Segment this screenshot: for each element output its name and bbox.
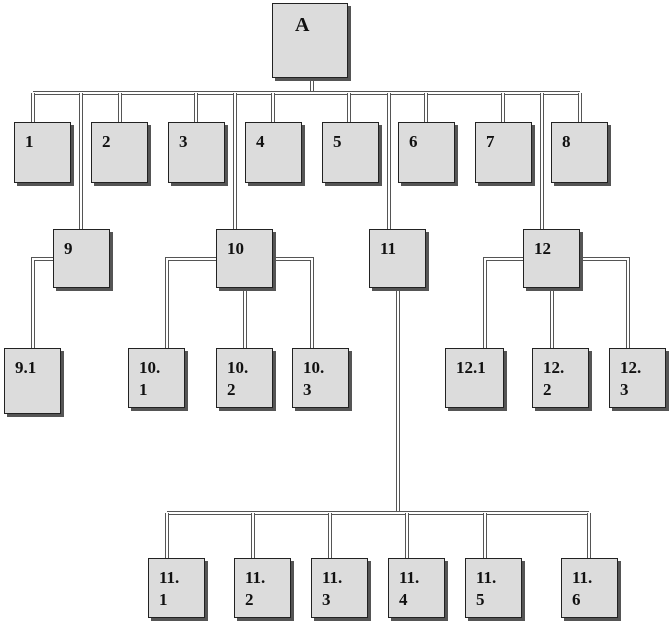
node-10-3: 10. 3 — [292, 348, 349, 408]
node-label: 10. 3 — [303, 358, 325, 399]
node-label: 9.1 — [15, 358, 37, 377]
node-9: 9 — [53, 229, 110, 288]
node-10-1: 10. 1 — [128, 348, 185, 408]
node-label: 7 — [486, 132, 495, 151]
connector-line — [484, 258, 523, 348]
node-11-3: 11. 3 — [311, 558, 368, 618]
node-10-2: 10. 2 — [216, 348, 273, 408]
node-label: 11. 4 — [399, 568, 420, 609]
node-label: 9 — [64, 239, 73, 258]
node-9-1: 9.1 — [4, 348, 61, 414]
node-label: 10. 2 — [227, 358, 249, 399]
node-11-2: 11. 2 — [234, 558, 291, 618]
node-12-2: 12. 2 — [532, 348, 589, 408]
connector-line-outline — [483, 257, 523, 348]
node-label: 1 — [25, 132, 34, 151]
node-2: 2 — [91, 122, 148, 183]
node-12: 12 — [523, 229, 580, 288]
node-8: 8 — [551, 122, 608, 183]
node-label: 6 — [409, 132, 418, 151]
node-label: 8 — [562, 132, 571, 151]
node-label: 2 — [102, 132, 111, 151]
node-label: 11. 1 — [159, 568, 180, 609]
node-label: 3 — [179, 132, 188, 151]
node-10: 10 — [216, 229, 273, 288]
node-11-4: 11. 4 — [388, 558, 445, 618]
node-label: 12 — [534, 239, 551, 258]
node-label: 11. 2 — [245, 568, 266, 609]
node-11-5: 11. 5 — [465, 558, 522, 618]
node-label: 10 — [227, 239, 244, 258]
node-12-1: 12.1 — [445, 348, 504, 408]
node-label: A — [295, 14, 310, 36]
node-11: 11 — [369, 229, 426, 288]
node-label: 11. 3 — [322, 568, 343, 609]
node-3: 3 — [168, 122, 225, 183]
node-11-6: 11. 6 — [561, 558, 618, 618]
connector-line — [166, 258, 216, 348]
node-a: A — [272, 3, 348, 78]
node-label: 10. 1 — [139, 358, 161, 399]
node-label: 12. 3 — [620, 358, 642, 399]
node-5: 5 — [322, 122, 379, 183]
connector-line — [32, 258, 53, 348]
node-label: 11. 5 — [476, 568, 497, 609]
node-12-3: 12. 3 — [609, 348, 666, 408]
node-label: 12. 2 — [543, 358, 565, 399]
node-11-1: 11. 1 — [148, 558, 205, 618]
node-6: 6 — [398, 122, 455, 183]
connector-line — [580, 258, 629, 348]
node-1: 1 — [14, 122, 71, 183]
node-label: 12.1 — [456, 358, 486, 377]
node-label: 4 — [256, 132, 265, 151]
connector-line-outline — [580, 257, 630, 348]
connector-line-outline — [273, 257, 314, 348]
node-7: 7 — [475, 122, 532, 183]
connector-line-outline — [165, 257, 216, 348]
node-4: 4 — [245, 122, 302, 183]
node-label: 11. 6 — [572, 568, 593, 609]
node-label: 11 — [380, 239, 397, 258]
connector-line — [273, 258, 313, 348]
node-label: 5 — [333, 132, 342, 151]
connector-line-outline — [31, 257, 53, 348]
